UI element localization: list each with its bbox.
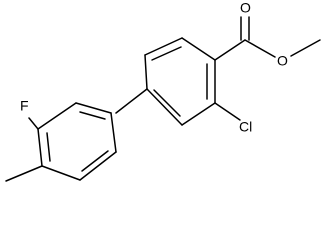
double-bond-l3-l4-inner <box>81 150 109 172</box>
bond-l5-l6 <box>37 128 43 167</box>
right-ring <box>144 37 216 126</box>
double-bond-r6-r1-inner <box>153 89 181 117</box>
bond-ring-methyl <box>5 165 43 182</box>
bond-r2-r3 <box>144 37 183 56</box>
bond-biaryl <box>115 88 148 114</box>
bond-r1-r2 <box>144 54 148 90</box>
bond-l6-l1 <box>37 102 77 130</box>
bond-r3-r4 <box>181 37 216 61</box>
ester-oxygen-label: O <box>277 53 288 69</box>
double-bond-l5-l6-inner <box>46 132 51 162</box>
bond-ring-chlorine <box>214 102 241 121</box>
bond-l2-l3 <box>110 112 117 153</box>
bond-l1-l2 <box>75 102 112 114</box>
chlorine-atom-label: Cl <box>239 119 252 135</box>
bond-r6-r1 <box>146 88 183 126</box>
bond-ring-carbonyl-carbon <box>214 39 246 61</box>
bond-ester-oxygen-methyl <box>290 39 321 57</box>
bond-r5-r6 <box>181 102 216 126</box>
bond-l3-l4 <box>79 151 117 181</box>
left-ring <box>37 102 117 181</box>
fluorine-atom-label: F <box>20 98 29 114</box>
carbonyl-oxygen-label: O <box>240 0 251 16</box>
bond-carbonyl-ester-oxygen <box>244 39 276 58</box>
double-bond-r2-r3-inner <box>151 46 182 61</box>
molecule-structure-diagram: F Cl O O <box>5 0 321 182</box>
bond-l4-l5 <box>41 165 81 181</box>
bond-ring-fluorine <box>28 117 39 130</box>
double-bond-l1-l2-inner <box>79 111 106 120</box>
